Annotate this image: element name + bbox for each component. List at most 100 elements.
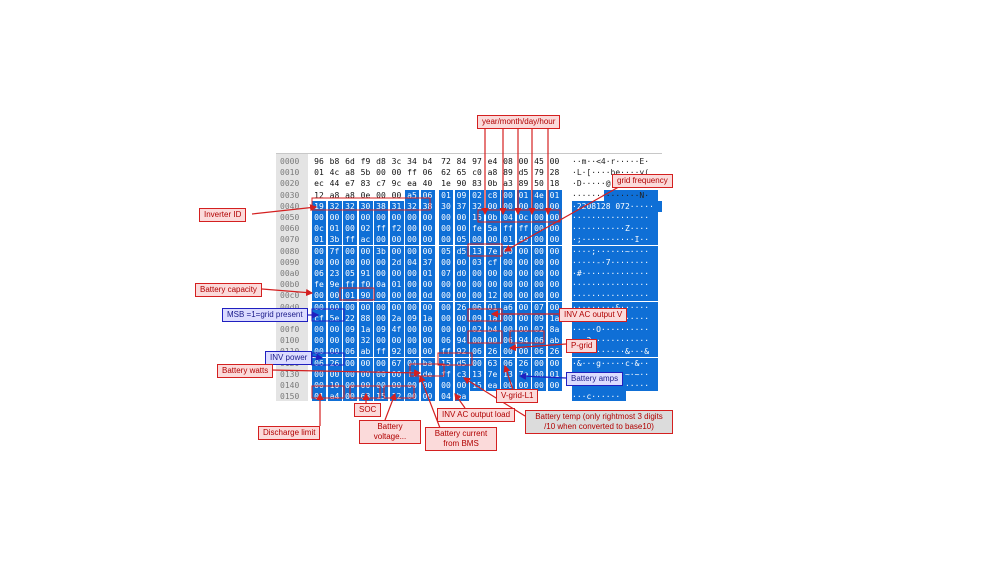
hex-byte[interactable]: 50 xyxy=(534,179,544,189)
hex-byte[interactable]: 00 xyxy=(439,212,453,223)
hex-byte[interactable]: d0 xyxy=(454,268,469,279)
hex-byte[interactable]: 00 xyxy=(327,368,342,380)
hex-byte[interactable]: 00 xyxy=(549,157,560,166)
hex-byte[interactable]: 00 xyxy=(547,245,562,257)
hex-byte[interactable]: 00 xyxy=(376,190,386,200)
hex-byte[interactable]: 00 xyxy=(312,256,326,268)
hex-byte[interactable]: 00 xyxy=(343,335,357,347)
hex-byte[interactable]: ff xyxy=(343,279,357,291)
hex-byte[interactable]: 00 xyxy=(391,168,402,178)
hex-byte[interactable]: 00 xyxy=(374,335,388,347)
hex-byte[interactable]: 00 xyxy=(501,312,515,324)
hex-byte[interactable]: 09 xyxy=(470,312,484,324)
hex-byte[interactable]: 00 xyxy=(405,324,419,335)
hex-byte[interactable]: 00 xyxy=(358,380,373,391)
hex-byte[interactable]: 00 xyxy=(374,290,388,302)
hex-byte[interactable]: 49 xyxy=(516,234,531,246)
hex-byte[interactable]: 72 xyxy=(441,157,451,166)
hex-byte[interactable]: 00 xyxy=(454,380,469,391)
hex-byte[interactable]: 00 xyxy=(501,200,515,212)
hex-byte[interactable]: 01 xyxy=(343,290,357,302)
hex-byte[interactable]: 9c xyxy=(391,179,402,189)
hex-byte[interactable]: 00 xyxy=(343,212,357,223)
hex-byte[interactable]: 63 xyxy=(358,391,373,401)
row-ascii[interactable]: ················ xyxy=(572,291,650,301)
hex-byte[interactable]: 00 xyxy=(439,312,453,324)
hex-byte[interactable]: 00 xyxy=(405,301,419,313)
hex-byte[interactable]: 00 xyxy=(420,380,435,391)
hex-byte[interactable]: 00 xyxy=(547,234,562,246)
hex-byte[interactable]: 2d xyxy=(389,256,404,268)
hex-byte[interactable]: 01 xyxy=(439,189,453,201)
hex-byte[interactable]: 00 xyxy=(420,391,435,401)
hex-byte[interactable]: cf xyxy=(312,312,326,324)
hex-byte[interactable]: 00 xyxy=(343,256,357,268)
hex-byte[interactable]: 00 xyxy=(454,279,469,291)
hex-byte[interactable]: 18 xyxy=(549,179,560,189)
hex-byte[interactable]: 02 xyxy=(470,189,484,201)
hex-byte[interactable]: 00 xyxy=(405,380,419,391)
hex-byte[interactable]: 00 xyxy=(454,256,469,268)
hex-byte[interactable]: 00 xyxy=(420,279,435,291)
hex-byte[interactable]: 00 xyxy=(439,223,453,235)
hex-byte[interactable]: 40 xyxy=(422,179,433,189)
hex-byte[interactable]: 00 xyxy=(501,346,515,358)
hex-byte[interactable]: 91 xyxy=(358,268,373,279)
row-ascii[interactable]: ·L·[····be····y( xyxy=(572,168,650,178)
hex-byte[interactable]: 00 xyxy=(516,346,531,358)
hex-byte[interactable]: ea xyxy=(407,179,417,189)
hex-byte[interactable]: 12 xyxy=(389,391,404,401)
hex-byte[interactable]: c8 xyxy=(485,189,500,201)
hex-byte[interactable]: 01 xyxy=(547,189,562,201)
hex-byte[interactable]: 07 xyxy=(439,268,453,279)
row-ascii[interactable]: ·2208128 072····· xyxy=(572,201,654,211)
hex-byte[interactable]: 00 xyxy=(327,335,342,347)
hex-byte[interactable]: a8 xyxy=(329,190,340,200)
hex-byte[interactable]: 00 xyxy=(501,256,515,268)
hex-byte[interactable]: 09 xyxy=(532,312,546,324)
hex-byte[interactable]: 00 xyxy=(405,212,419,223)
hex-byte[interactable]: 34 xyxy=(407,157,417,166)
hex-byte[interactable]: 09 xyxy=(454,189,469,201)
hex-byte[interactable]: ff xyxy=(439,346,453,358)
hex-byte[interactable]: 00 xyxy=(501,268,515,279)
hex-byte[interactable]: 00 xyxy=(389,301,404,313)
row-ascii[interactable]: ·;···········I·· xyxy=(572,235,650,245)
hex-byte[interactable]: 00 xyxy=(358,212,373,223)
hex-byte[interactable]: 0c xyxy=(516,212,531,223)
hex-byte[interactable]: 00 xyxy=(327,324,342,335)
hex-byte[interactable]: 00 xyxy=(547,200,562,212)
hex-byte[interactable]: 4e xyxy=(532,189,546,201)
hex-byte[interactable]: 62 xyxy=(441,168,451,178)
hex-byte[interactable]: 00 xyxy=(405,279,419,291)
hex-byte[interactable]: 38 xyxy=(374,200,388,212)
hex-byte[interactable]: 23 xyxy=(327,268,342,279)
hex-byte[interactable]: 3b xyxy=(327,234,342,246)
hex-byte[interactable]: 00 xyxy=(405,391,419,401)
hex-byte[interactable]: 00 xyxy=(343,301,357,313)
hex-byte[interactable]: 32 xyxy=(327,200,342,212)
hex-byte[interactable]: 04 xyxy=(439,391,453,401)
hex-byte[interactable]: ff xyxy=(374,346,388,358)
hex-byte[interactable]: 04 xyxy=(405,357,419,369)
hex-byte[interactable]: 6d xyxy=(345,157,355,166)
hex-byte[interactable]: 00 xyxy=(327,256,342,268)
hex-byte[interactable]: 19 xyxy=(312,200,326,212)
hex-byte[interactable]: 00 xyxy=(389,268,404,279)
hex-byte[interactable]: 97 xyxy=(472,157,482,166)
hex-byte[interactable]: a6 xyxy=(501,301,515,313)
hex-byte[interactable]: 0b xyxy=(485,212,500,223)
hex-byte[interactable]: 32 xyxy=(470,200,484,212)
hex-byte[interactable]: 00 xyxy=(312,245,326,257)
hex-byte[interactable]: 79 xyxy=(534,168,544,178)
hex-byte[interactable]: 00 xyxy=(420,245,435,257)
hex-byte[interactable]: fe xyxy=(470,223,484,235)
hex-byte[interactable]: 00 xyxy=(547,223,562,235)
hex-byte[interactable]: 01 xyxy=(501,234,515,246)
hex-byte[interactable]: 13 xyxy=(470,245,484,257)
hex-byte[interactable]: 03 xyxy=(470,256,484,268)
hex-byte[interactable]: 88 xyxy=(358,312,373,324)
hex-byte[interactable]: 00 xyxy=(547,290,562,302)
hex-byte[interactable]: 28 xyxy=(549,168,560,178)
row-ascii[interactable]: ··············N· xyxy=(572,190,650,200)
